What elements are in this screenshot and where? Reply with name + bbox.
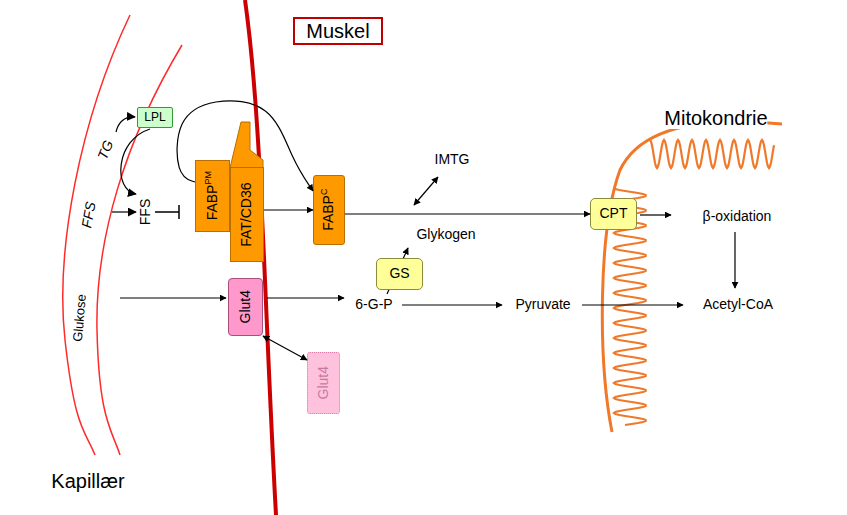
flow-arrow bbox=[640, 214, 671, 215]
enzyme-box: LPL bbox=[137, 107, 173, 128]
node-text-group: Muskel bbox=[306, 20, 369, 42]
flow-arrow bbox=[267, 297, 344, 298]
exchange-arrow bbox=[414, 177, 438, 205]
node-text-group: FAT/CD36 bbox=[239, 182, 254, 246]
transporter-box: Glut4 bbox=[228, 278, 263, 336]
node-text-group: Glut4 bbox=[238, 290, 253, 323]
mitochondrion-cristae bbox=[614, 140, 774, 425]
vesicle-transporter-box: Glut4 bbox=[307, 352, 340, 414]
node-text: Glut4 bbox=[315, 366, 331, 399]
flow-arrow bbox=[582, 304, 683, 305]
substance-label: FFS bbox=[138, 199, 153, 225]
capillary-wall bbox=[63, 15, 130, 455]
flow-arrow bbox=[121, 129, 150, 194]
region-label: Kapillær bbox=[51, 470, 124, 492]
substance-label: Acetyl-CoA bbox=[703, 297, 773, 312]
node-text-group: FABPPM bbox=[205, 171, 220, 220]
node-superscript: PM bbox=[203, 171, 213, 185]
substance-label: TG bbox=[95, 138, 117, 162]
substance-label: FFS bbox=[79, 201, 99, 230]
capillary-wall bbox=[97, 45, 182, 455]
substance-label: Pyruvate bbox=[515, 297, 570, 312]
binding-protein-box: FABPC bbox=[313, 175, 345, 245]
organelle-label: Mitokondrie bbox=[664, 107, 767, 129]
node-text: FABP bbox=[320, 195, 336, 231]
node-text-group: LPL bbox=[144, 111, 165, 124]
node-text: CPT bbox=[600, 205, 628, 221]
transporter-box: FABPPM bbox=[195, 160, 230, 232]
node-text: Muskel bbox=[306, 20, 369, 42]
node-text: LPL bbox=[144, 110, 165, 124]
node-text-group: GS bbox=[389, 266, 409, 281]
node-text-group: Glut4 bbox=[316, 366, 331, 399]
node-text: FABP bbox=[204, 185, 220, 221]
node-superscript: C bbox=[319, 189, 329, 196]
flow-arrow bbox=[120, 297, 226, 298]
transporter-box: FAT/CD36 bbox=[230, 167, 264, 262]
flow-arrow bbox=[402, 304, 502, 305]
flow-arrow bbox=[116, 117, 135, 132]
connector-arrow bbox=[263, 336, 307, 360]
enzyme-box: CPT bbox=[590, 198, 637, 230]
node-text: Glut4 bbox=[237, 290, 253, 323]
connector-arrow bbox=[345, 213, 590, 214]
title-box: Muskel bbox=[293, 17, 383, 45]
substance-label: Glykogen bbox=[416, 227, 475, 242]
connector-arrow bbox=[264, 209, 313, 210]
crista-line bbox=[650, 140, 774, 168]
node-text: FAT/CD36 bbox=[238, 182, 254, 246]
node-text: GS bbox=[389, 265, 409, 281]
process-label: β-oxidation bbox=[703, 209, 772, 224]
enzyme-box: GS bbox=[376, 258, 423, 290]
flow-arrow bbox=[112, 211, 136, 212]
substance-label: IMTG bbox=[435, 152, 470, 167]
flat-arrow bbox=[155, 205, 179, 219]
node-text-group: FABPC bbox=[321, 189, 336, 231]
flow-arrow bbox=[734, 232, 735, 288]
substance-label: Glukose bbox=[71, 294, 89, 343]
node-text-group: CPT bbox=[600, 206, 628, 221]
mitochondrion-membrane bbox=[602, 122, 782, 432]
substance-label: 6-G-P bbox=[355, 297, 392, 312]
